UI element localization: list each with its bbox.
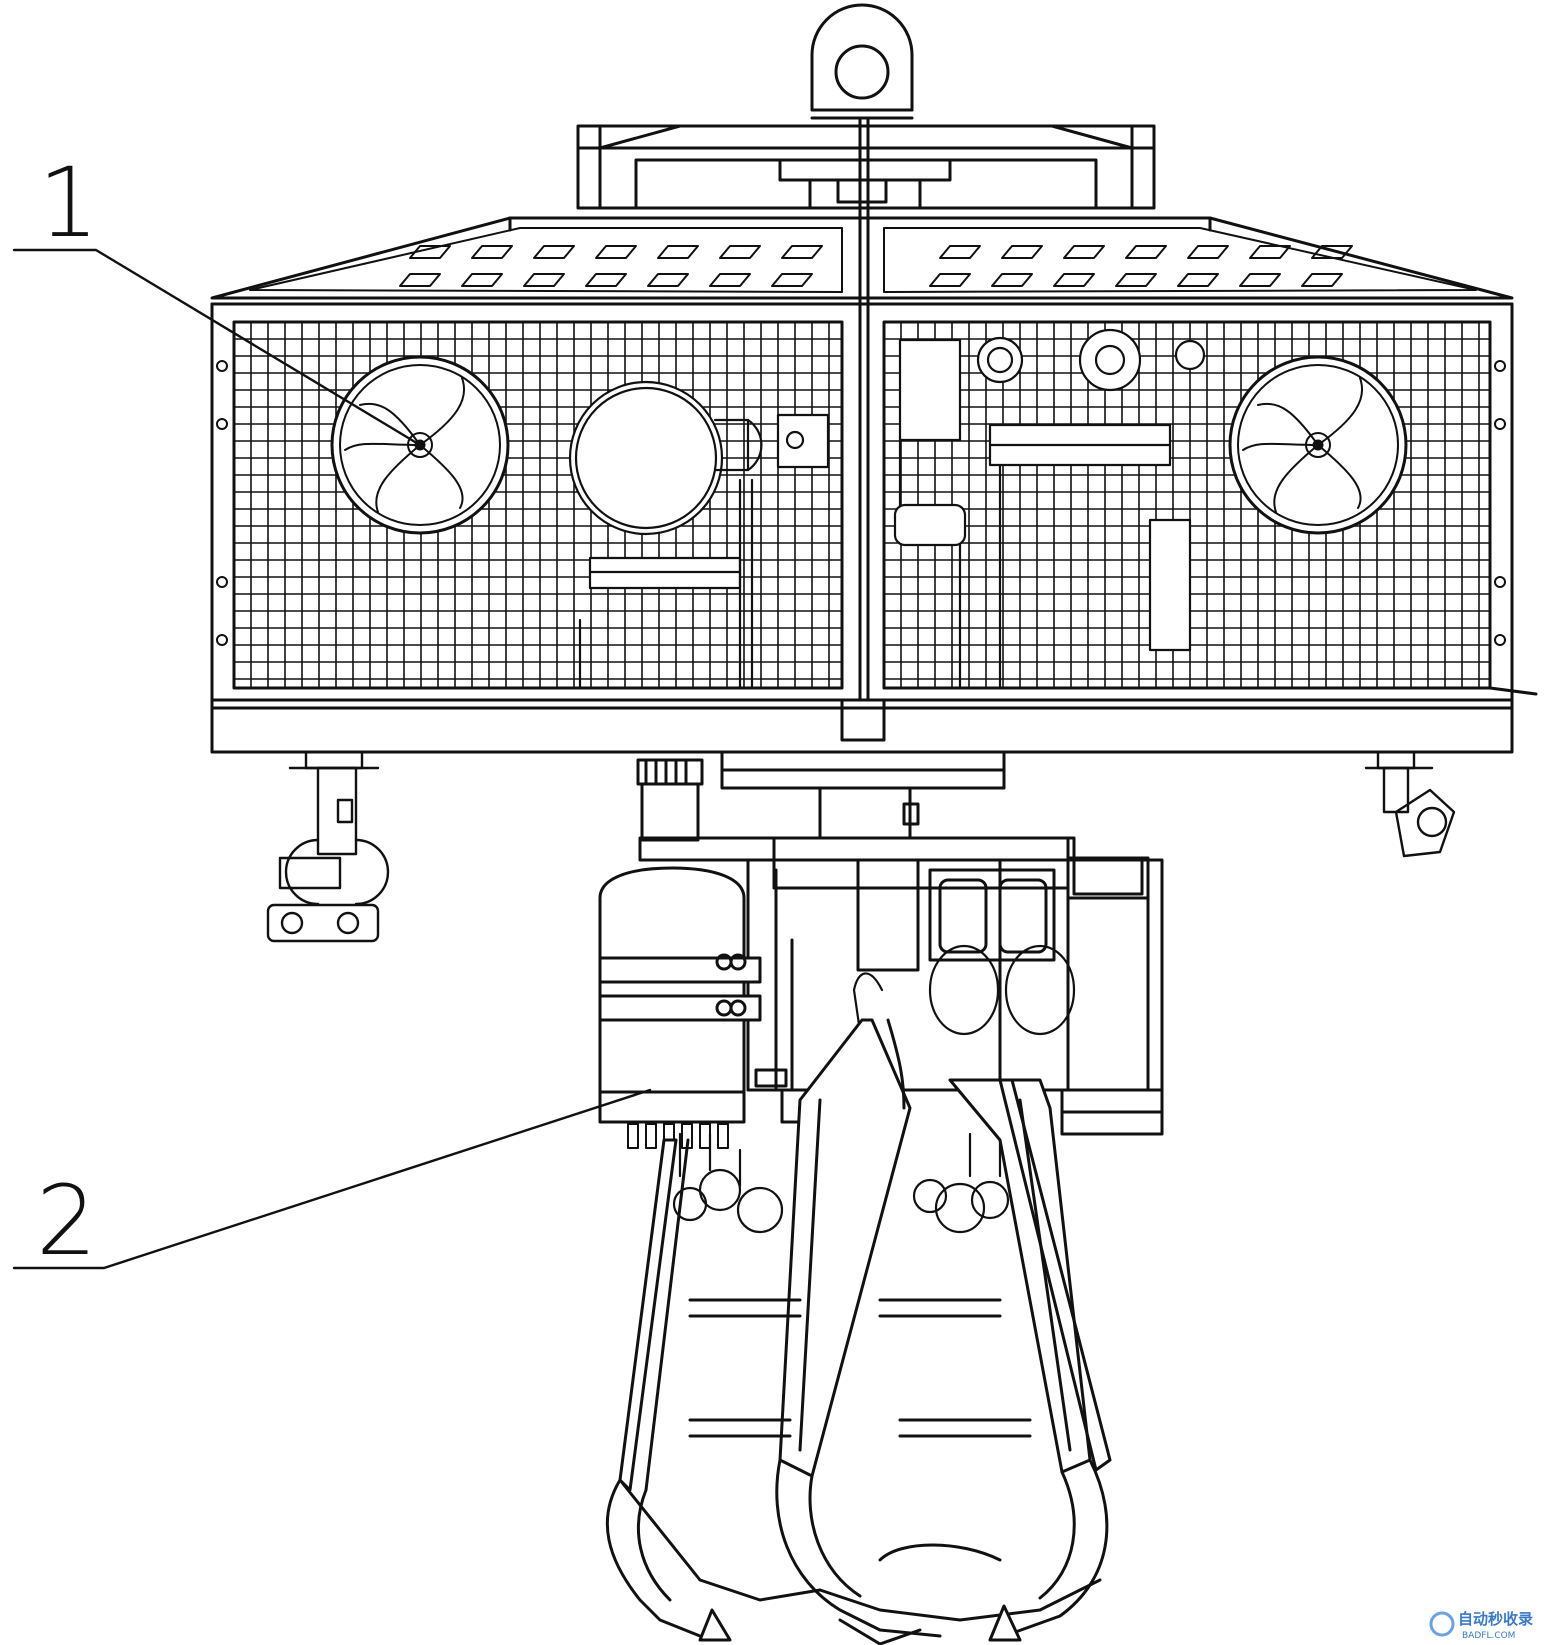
valve-block (672, 944, 1076, 1234)
bolt (216, 418, 228, 430)
hydraulic-head (636, 758, 1164, 1136)
roof-slot (1001, 245, 1043, 259)
watermark-name: 自动秒收录 (1458, 1610, 1533, 1628)
roof-slot (409, 245, 451, 259)
roof-slot (1177, 273, 1219, 287)
right-camera-mount (1364, 750, 1456, 858)
roof-slot (939, 245, 981, 259)
top-frame (576, 116, 1156, 702)
fitting (627, 1123, 639, 1149)
bolt (1494, 418, 1506, 430)
roof-slot (647, 273, 689, 287)
roof-slot (1311, 245, 1353, 259)
bolt (1494, 634, 1506, 646)
side-bolts (216, 360, 1506, 646)
roof-slot (1301, 273, 1343, 287)
roof-slot (657, 245, 699, 259)
grab-arms (605, 1018, 1112, 1645)
roof-slot (781, 245, 823, 259)
left-motor-unit (568, 380, 830, 690)
roof-slot (1125, 245, 1167, 259)
watermark-logo: 自动秒收录 BADFL.COM (1429, 1610, 1533, 1641)
callout-2-leader (12, 1088, 652, 1270)
callout-1-label: 1 (38, 147, 99, 259)
watermark-domain: BADFL.COM (1462, 1631, 1515, 1641)
roof-slot (595, 245, 637, 259)
roof-slot (719, 245, 761, 259)
roof-slot (991, 273, 1033, 287)
roof-slot (399, 273, 441, 287)
lifting-eye (810, 3, 914, 120)
roof-slot (461, 273, 503, 287)
roof-slot (1053, 273, 1095, 287)
sloped-roof (210, 216, 1514, 306)
callout-1-leader (12, 248, 422, 447)
fitting (645, 1123, 657, 1149)
callout-2-label: 2 (36, 1165, 97, 1277)
fitting (699, 1123, 711, 1149)
roof-slot (1115, 273, 1157, 287)
roof-slot (929, 273, 971, 287)
bolt (1494, 360, 1506, 372)
right-pump-cluster (893, 328, 1206, 690)
hydraulic-tank (598, 866, 794, 1124)
right-cooling-fan (1228, 355, 1408, 535)
fitting (717, 1123, 729, 1149)
roof-slot (1187, 245, 1229, 259)
roof-slot (1239, 273, 1281, 287)
roof-slot (523, 273, 565, 287)
bolt (216, 360, 228, 372)
left-camera-mount (266, 750, 390, 943)
callout-leaders (12, 248, 652, 1270)
bolt (1494, 576, 1506, 588)
bolt (216, 634, 228, 646)
watermark-icon (1429, 1611, 1455, 1637)
tank-bottom-fittings (627, 1123, 729, 1149)
roof-slot (585, 273, 627, 287)
bolt (216, 576, 228, 588)
left-grille-mesh (233, 321, 843, 689)
roof-slot (709, 273, 751, 287)
under-frame (720, 738, 1006, 840)
roof-vent-slots (399, 245, 1353, 287)
roof-slot (1249, 245, 1291, 259)
roof-slot (771, 273, 813, 287)
roof-slot (471, 245, 513, 259)
roof-slot (1063, 245, 1105, 259)
roof-slot (533, 245, 575, 259)
